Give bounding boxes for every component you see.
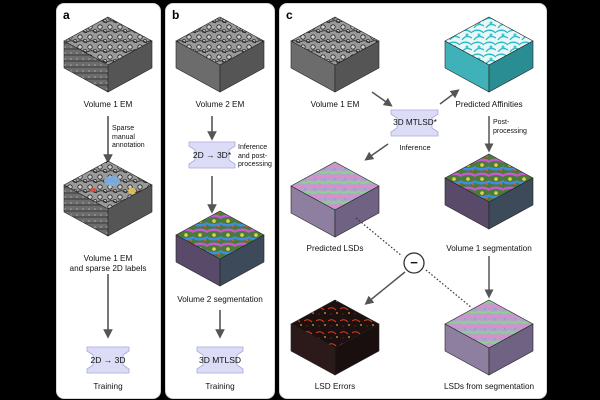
- model-icon-2d-3d: [86, 346, 130, 374]
- arrow-model-to-affinities: [439, 89, 460, 105]
- panel-b-graphics: [175, 16, 265, 374]
- arrow-em-to-model: [371, 91, 393, 107]
- label-em-sparse-labels: Volume 1 EM and sparse 2D labels: [69, 254, 147, 273]
- label-predicted-affinities: Predicted Affinities: [455, 100, 523, 109]
- panel-c: c: [279, 3, 547, 399]
- label-lsd-errors: LSD Errors: [314, 382, 356, 391]
- lsds-from-segmentation-cube: [444, 299, 534, 376]
- arrow-to-lsd-errors: [364, 271, 406, 305]
- model-label-2d-3d: 2D → 3D: [90, 355, 126, 365]
- label-volume2-segmentation: Volume 2 segmentation: [177, 295, 263, 304]
- panel-letter-b: b: [172, 8, 180, 22]
- lsd-errors-cube: [290, 299, 380, 376]
- predicted-lsds-cube: [290, 161, 380, 238]
- dotted-link-lsds: [355, 217, 403, 257]
- panel-b: b: [165, 3, 275, 399]
- panel-letter-c: c: [286, 8, 293, 22]
- affinities-cube: [444, 16, 534, 93]
- panel-c-graphics: [290, 16, 534, 376]
- label-volume2-em: Volume 2 EM: [195, 100, 245, 109]
- panel-a-graphics: [63, 16, 153, 374]
- model-icon-3d-mtlsd-star: [390, 109, 439, 137]
- segmentation-volume1-cube: [444, 153, 534, 230]
- minus-operator-symbol: −: [410, 255, 418, 270]
- arrow-model-to-lsds: [364, 143, 389, 161]
- model-label-3d-mtlsd-star: 3D MTLSD*: [393, 118, 437, 127]
- dotted-link-seg-lsds: [425, 269, 473, 309]
- label-training-a: Training: [93, 382, 123, 391]
- em-labels-cube: [63, 160, 153, 237]
- panel-a: a: [56, 3, 161, 399]
- label-post-processing: Post- processing: [493, 119, 527, 135]
- em-volume2-cube: [175, 16, 265, 93]
- label-inference-post-processing: Inference and post- processing: [238, 144, 272, 168]
- model-icon-2d-3d-star: [188, 141, 236, 169]
- label-training-b: Training: [205, 382, 235, 391]
- label-lsds-from-segmentation: LSDs from segmentation: [443, 382, 535, 391]
- model-icon-3d-mtlsd: [196, 346, 244, 374]
- label-volume1-segmentation: Volume 1 segmentation: [446, 244, 532, 253]
- em-volume-cube: [63, 16, 153, 93]
- model-label-2d-3d-star: 2D → 3D*: [192, 150, 232, 160]
- em-volume1-cube-c: [290, 16, 380, 93]
- label-predicted-lsds: Predicted LSDs: [306, 244, 364, 253]
- panel-letter-a: a: [63, 8, 70, 22]
- label-inference-c: Inference: [399, 143, 431, 152]
- label-sparse-annotation: Sparse manual annotation: [112, 125, 145, 149]
- model-label-3d-mtlsd: 3D MTLSD: [198, 355, 242, 365]
- minus-operator-circle: [403, 252, 425, 274]
- label-volume1-em-c: Volume 1 EM: [310, 100, 360, 109]
- label-volume1-em: Volume 1 EM: [83, 100, 133, 109]
- segmentation-volume2-cube: [175, 210, 265, 287]
